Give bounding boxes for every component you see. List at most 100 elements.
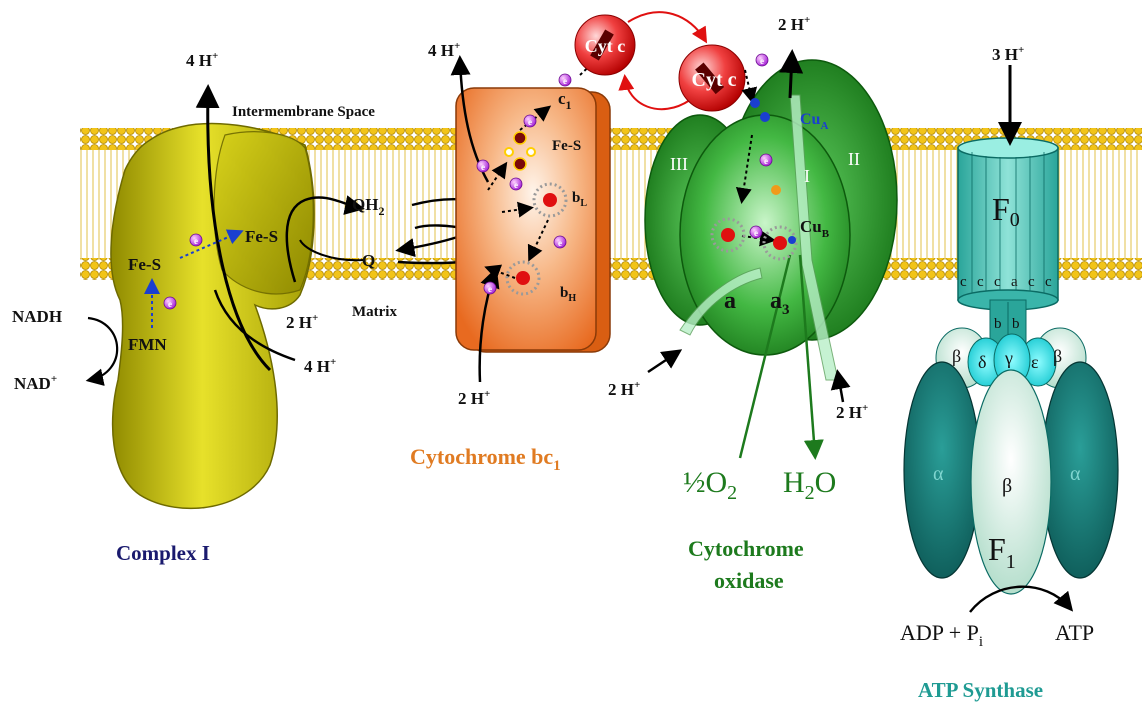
subunit-ii-label: II	[848, 149, 860, 169]
b-stalk-label-2: b	[1012, 316, 1020, 332]
cytochrome-oxidase-title-2: oxidase	[714, 568, 784, 593]
svg-text:e: e	[558, 238, 562, 248]
svg-text:e: e	[764, 156, 768, 166]
svg-text:e: e	[528, 117, 532, 127]
adp-label: ADP + Pi	[900, 620, 983, 650]
svg-text:e: e	[563, 76, 567, 86]
nad-label: NAD+	[14, 373, 57, 393]
cua-label: CuA	[800, 111, 828, 132]
oxidase-e-path-1	[741, 69, 758, 104]
bl-label: bL	[572, 190, 587, 209]
electron-icon: e	[476, 159, 490, 173]
cub-center	[788, 236, 796, 244]
oxygen-label: ½O2	[683, 466, 737, 504]
electron-icon: e	[759, 153, 773, 167]
cua-center-1	[750, 98, 760, 108]
matrix-label: Matrix	[352, 304, 397, 320]
svg-text:e: e	[760, 56, 764, 66]
beta-front	[970, 369, 1052, 595]
nadh-arrow	[85, 316, 119, 386]
epsilon-label: ε	[1031, 352, 1039, 372]
complex-i-proton-arrow-up	[195, 84, 272, 372]
quinone-proton-in: 2 H+	[286, 312, 318, 332]
electron-icon: e	[749, 225, 763, 239]
complex-i-title: Complex I	[116, 541, 210, 565]
c-ring-subunit: c	[960, 274, 967, 290]
bc1-body	[455, 87, 597, 351]
bc1-fes-label: Fe-S	[552, 138, 581, 154]
cub-label: CuB	[800, 217, 830, 240]
delta-label: δ	[978, 352, 986, 372]
quinone-loop-arrow	[285, 195, 365, 283]
cytochrome-c-1: Cyt c	[574, 14, 636, 76]
cytochrome-c-2: Cyt c	[678, 44, 746, 112]
bh-label: bH	[560, 285, 576, 304]
electron-icon: e	[483, 281, 497, 295]
beta-top-right-label: β	[1053, 346, 1062, 366]
oxidase-e-path-3	[741, 230, 776, 247]
mg-center	[771, 185, 781, 195]
oxidase-channel-left	[679, 267, 763, 336]
bc1-proton-bottom: 2 H+	[458, 388, 490, 408]
bc1-fes-cluster-3	[526, 147, 536, 157]
cytc-shuttle-arrow-bottom	[618, 74, 691, 111]
atp-synthase-title: ATP Synthase	[918, 678, 1043, 702]
cytc-1-label: Cyt c	[585, 36, 625, 56]
q-label: Q	[362, 251, 375, 270]
heme-bh	[505, 260, 541, 296]
f1-label: F1	[988, 531, 1016, 573]
cytochrome-bc1	[455, 87, 611, 353]
electron-icon: e	[189, 233, 203, 247]
bc1-to-bl-arrow	[501, 201, 534, 218]
subunit-iii-label: III	[670, 154, 688, 174]
oxidase-proton-right: 2 H+	[836, 402, 868, 422]
heme-a3-label: a3	[770, 288, 790, 318]
c-ring-subunit: c	[1028, 274, 1035, 290]
bc1-fes-cluster-4	[513, 157, 527, 171]
bc1-fes-cluster-2	[504, 147, 514, 157]
bc1-e-to-fes-arrow	[487, 161, 508, 191]
heme-a-label: a	[724, 288, 736, 314]
oxidase-proton-left: 2 H+	[608, 379, 640, 399]
gamma-label: γ	[1004, 348, 1013, 368]
oxidase-proton-top: 2 H+	[778, 14, 810, 34]
fes-to-fes-arrow	[179, 229, 244, 259]
atp-proton-top: 3 H+	[992, 44, 1024, 64]
complex-i-proton-arrow-lower	[213, 289, 296, 362]
oxidase-proton-arrow-in-left	[647, 349, 683, 374]
adp-to-atp-arrow	[969, 585, 1074, 613]
electron-icon: e	[523, 114, 537, 128]
electron-icon: e	[558, 73, 572, 87]
atp-synthase	[903, 137, 1119, 595]
fmn-label: FMN	[128, 335, 167, 354]
water-label: H2O	[783, 466, 836, 504]
svg-text:e: e	[514, 180, 518, 190]
electron-icon: e	[509, 177, 523, 191]
bh-to-q-arrow	[484, 264, 516, 280]
oxygen-line	[738, 254, 792, 459]
svg-text:e: e	[168, 299, 172, 309]
complex-i-upper-lobe	[213, 131, 314, 295]
electrons: e e e e e e e e e e e	[163, 53, 773, 310]
intermembrane-space-label: Intermembrane Space	[232, 104, 375, 120]
c-ring-labels: c c c a c c	[960, 274, 1052, 290]
qh2-label: QH2	[352, 195, 384, 218]
f0-label: F0	[992, 191, 1020, 231]
svg-text:e: e	[488, 284, 492, 294]
complex-i-proton-top: 4 H+	[186, 50, 218, 70]
complex-i	[110, 122, 315, 510]
electron-icon: e	[755, 53, 769, 67]
atp-label: ATP	[1055, 620, 1094, 645]
cytochrome-bc1-title: Cytochrome bc1	[410, 444, 561, 474]
oxidase-proton-arrow-in-right	[830, 369, 851, 403]
beta-top-left-label: β	[952, 346, 961, 366]
bc1-proton-arrow-in	[478, 267, 500, 383]
fes-left-label: Fe-S	[128, 255, 161, 274]
f0-cylinder	[957, 147, 1059, 301]
electron-icon: e	[163, 296, 177, 310]
c-ring-subunit: c	[977, 274, 984, 290]
electron-icon: e	[553, 235, 567, 249]
f0-top	[957, 137, 1059, 159]
alpha-left-label: α	[933, 463, 944, 485]
